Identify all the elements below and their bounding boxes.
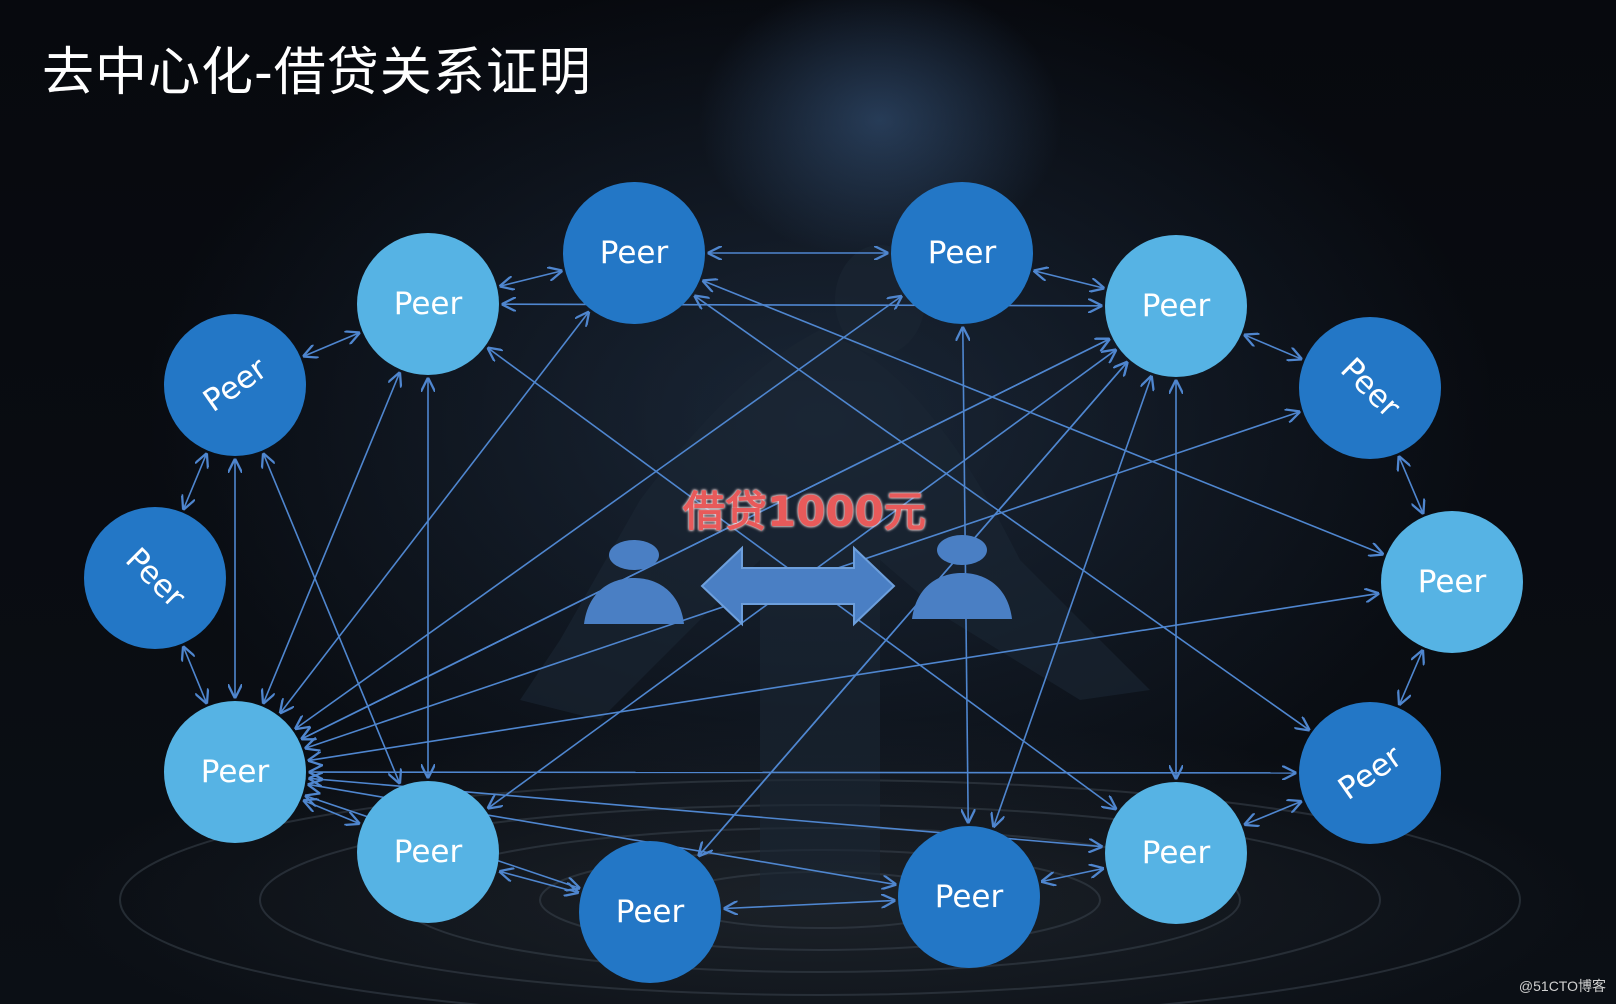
- peer-connection: [725, 901, 894, 909]
- peer-connection: [1035, 271, 1103, 288]
- peer-node: Peer: [164, 701, 306, 843]
- peer-label: Peer: [200, 754, 270, 790]
- peer-connection: [501, 271, 561, 286]
- peer-label: Peer: [1331, 738, 1409, 808]
- peer-connection: [1245, 802, 1300, 825]
- peer-node: Peer: [898, 826, 1040, 968]
- peer-label: Peer: [196, 350, 274, 420]
- peer-label: Peer: [1141, 288, 1211, 324]
- peer-connection: [1399, 457, 1423, 513]
- peer-connection: [309, 594, 1378, 761]
- peer-node: Peer: [164, 314, 306, 456]
- peer-label: Peer: [934, 879, 1004, 915]
- peer-label: Peer: [393, 834, 463, 870]
- peer-label: Peer: [1141, 835, 1211, 871]
- page-title: 去中心化-借贷关系证明: [42, 43, 592, 103]
- peer-node: Peer: [891, 182, 1033, 324]
- peer-connection: [184, 647, 207, 702]
- peer-connection: [310, 772, 1295, 773]
- peer-label: Peer: [118, 541, 192, 615]
- peer-label: Peer: [599, 235, 669, 271]
- peer-node: Peer: [1381, 511, 1523, 653]
- peer-connection: [304, 333, 359, 356]
- peer-label: Peer: [1417, 564, 1487, 600]
- peer-connection: [306, 412, 1299, 748]
- peer-connection: [264, 454, 400, 782]
- peer-node: Peer: [1299, 702, 1441, 844]
- peer-node: Peer: [579, 841, 721, 983]
- watermark: @51CTO博客: [1518, 978, 1606, 994]
- peer-node: Peer: [357, 233, 499, 375]
- peer-label: Peer: [615, 894, 685, 930]
- peer-connection: [963, 328, 968, 822]
- peer-connection: [1245, 335, 1301, 359]
- peer-node: Peer: [84, 507, 226, 649]
- peer-connection: [1042, 869, 1102, 882]
- peer-label: Peer: [927, 235, 997, 271]
- peer-node: Peer: [1105, 235, 1247, 377]
- peer-connection: [184, 454, 207, 508]
- peer-node: Peer: [1299, 317, 1441, 459]
- peer-connection: [302, 339, 1109, 738]
- peer-label: Peer: [393, 286, 463, 322]
- peer-node: Peer: [563, 182, 705, 324]
- peer-label: Peer: [1333, 351, 1407, 425]
- peer-connection: [1400, 651, 1423, 704]
- peer-node: Peer: [357, 781, 499, 923]
- peer-node: Peer: [1105, 782, 1247, 924]
- loan-amount-label: 借贷1000元: [683, 487, 926, 536]
